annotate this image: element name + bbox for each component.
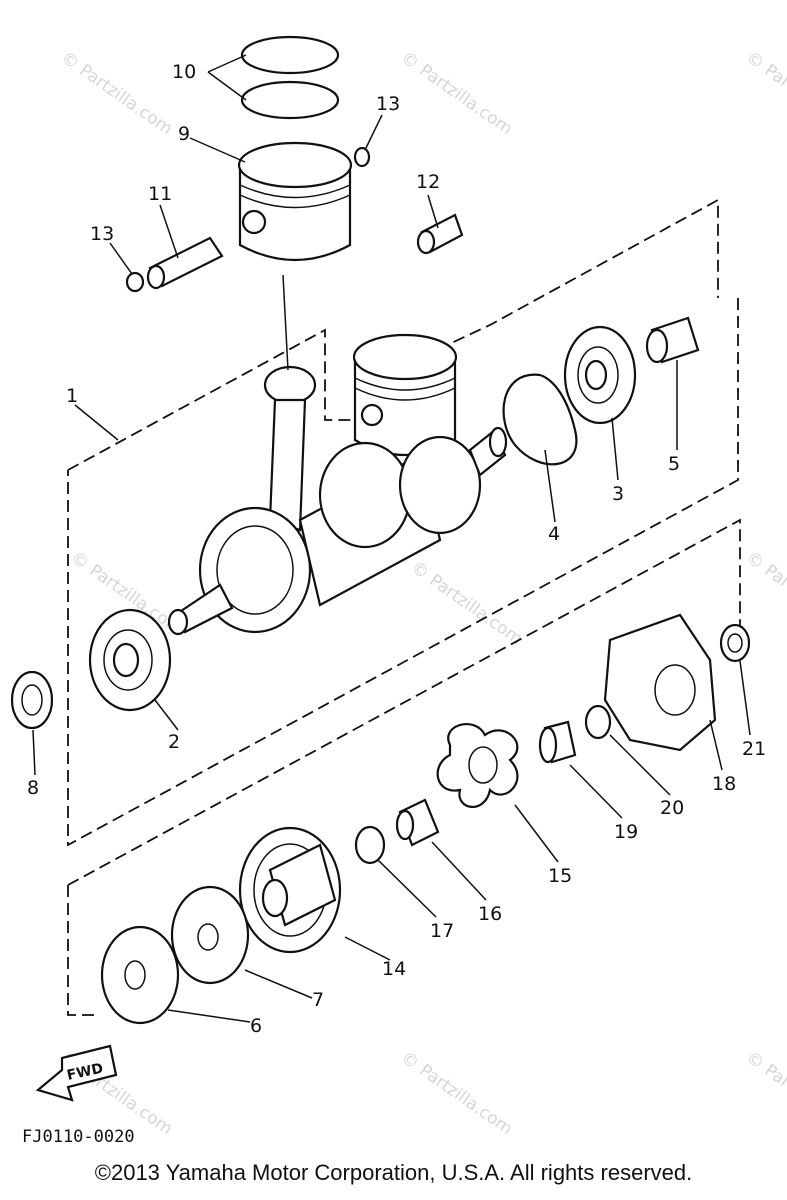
copyright-notice: ©2013 Yamaha Motor Corporation, U.S.A. A… bbox=[94, 1160, 693, 1185]
callout-6: 6 bbox=[250, 1015, 262, 1037]
callout-10: 10 bbox=[172, 61, 196, 83]
watermark: © Partzilla.com bbox=[742, 1048, 787, 1140]
watermark: © Partzilla.com bbox=[742, 48, 787, 140]
callout-7: 7 bbox=[312, 989, 324, 1011]
callout-8: 8 bbox=[27, 777, 39, 799]
coupling-drive bbox=[238, 826, 342, 954]
second-piston bbox=[352, 333, 458, 456]
coupling-assembly-outline-lower bbox=[67, 885, 100, 1016]
watermark: © Partzilla.com bbox=[397, 1048, 516, 1140]
callout-4: 4 bbox=[548, 523, 560, 545]
watermark: © Partzilla.com bbox=[742, 548, 787, 640]
watermark: © Partzilla.com bbox=[397, 48, 516, 140]
damper bbox=[436, 723, 519, 808]
callout-18: 18 bbox=[712, 773, 736, 795]
callout-13-right: 13 bbox=[376, 93, 400, 115]
callout-11: 11 bbox=[148, 183, 172, 205]
callout-5: 5 bbox=[668, 453, 680, 475]
fwd-label: FWD bbox=[66, 1061, 105, 1084]
callout-15: 15 bbox=[548, 865, 572, 887]
callouts: 1 2 3 4 5 6 7 8 9 10 11 12 13 13 14 15 1… bbox=[27, 61, 766, 1037]
oil-seal bbox=[10, 670, 54, 730]
piston-ring-upper bbox=[240, 35, 340, 75]
callout-2: 2 bbox=[168, 731, 180, 753]
bearing-left bbox=[88, 608, 172, 712]
leader-lines bbox=[32, 54, 751, 1023]
callout-13-left: 13 bbox=[90, 223, 114, 245]
connecting-rod bbox=[263, 274, 317, 532]
washer-21 bbox=[719, 623, 751, 663]
washer-6 bbox=[100, 925, 180, 1025]
callout-17: 17 bbox=[430, 920, 454, 942]
o-ring-17 bbox=[354, 825, 386, 865]
callout-1: 1 bbox=[66, 385, 78, 407]
forward-arrow: FWD bbox=[35, 1044, 118, 1102]
callout-20: 20 bbox=[660, 797, 684, 819]
circlip-left bbox=[125, 271, 145, 293]
callout-3: 3 bbox=[612, 483, 624, 505]
bearing-right bbox=[563, 325, 637, 425]
circlip-right bbox=[353, 146, 371, 168]
needle-bearing bbox=[645, 316, 700, 364]
coupling-assembly-outline bbox=[67, 518, 741, 886]
o-ring-20 bbox=[584, 704, 612, 740]
crankshaft bbox=[167, 426, 508, 636]
cap bbox=[538, 720, 577, 764]
callout-19: 19 bbox=[614, 821, 638, 843]
piston bbox=[237, 141, 353, 261]
coupling-hub bbox=[603, 613, 717, 752]
watermark: © Partzilla.com bbox=[57, 48, 176, 140]
assembly-outlines bbox=[67, 198, 741, 1016]
callout-9: 9 bbox=[178, 123, 190, 145]
piston-rings bbox=[240, 35, 340, 120]
crankshaft-assembly-outline-right bbox=[67, 298, 739, 847]
bushing bbox=[395, 798, 440, 847]
callout-14: 14 bbox=[382, 958, 406, 980]
callout-12: 12 bbox=[416, 171, 440, 193]
watermark: © Partzilla.com bbox=[407, 558, 526, 650]
plate bbox=[170, 885, 250, 985]
small-end-bearing bbox=[416, 213, 464, 255]
diagram-code: FJ0110-0020 bbox=[22, 1127, 135, 1147]
piston-ring-lower bbox=[240, 80, 340, 120]
callout-21: 21 bbox=[742, 738, 766, 760]
callout-16: 16 bbox=[478, 903, 502, 925]
piston-pin bbox=[146, 236, 224, 290]
